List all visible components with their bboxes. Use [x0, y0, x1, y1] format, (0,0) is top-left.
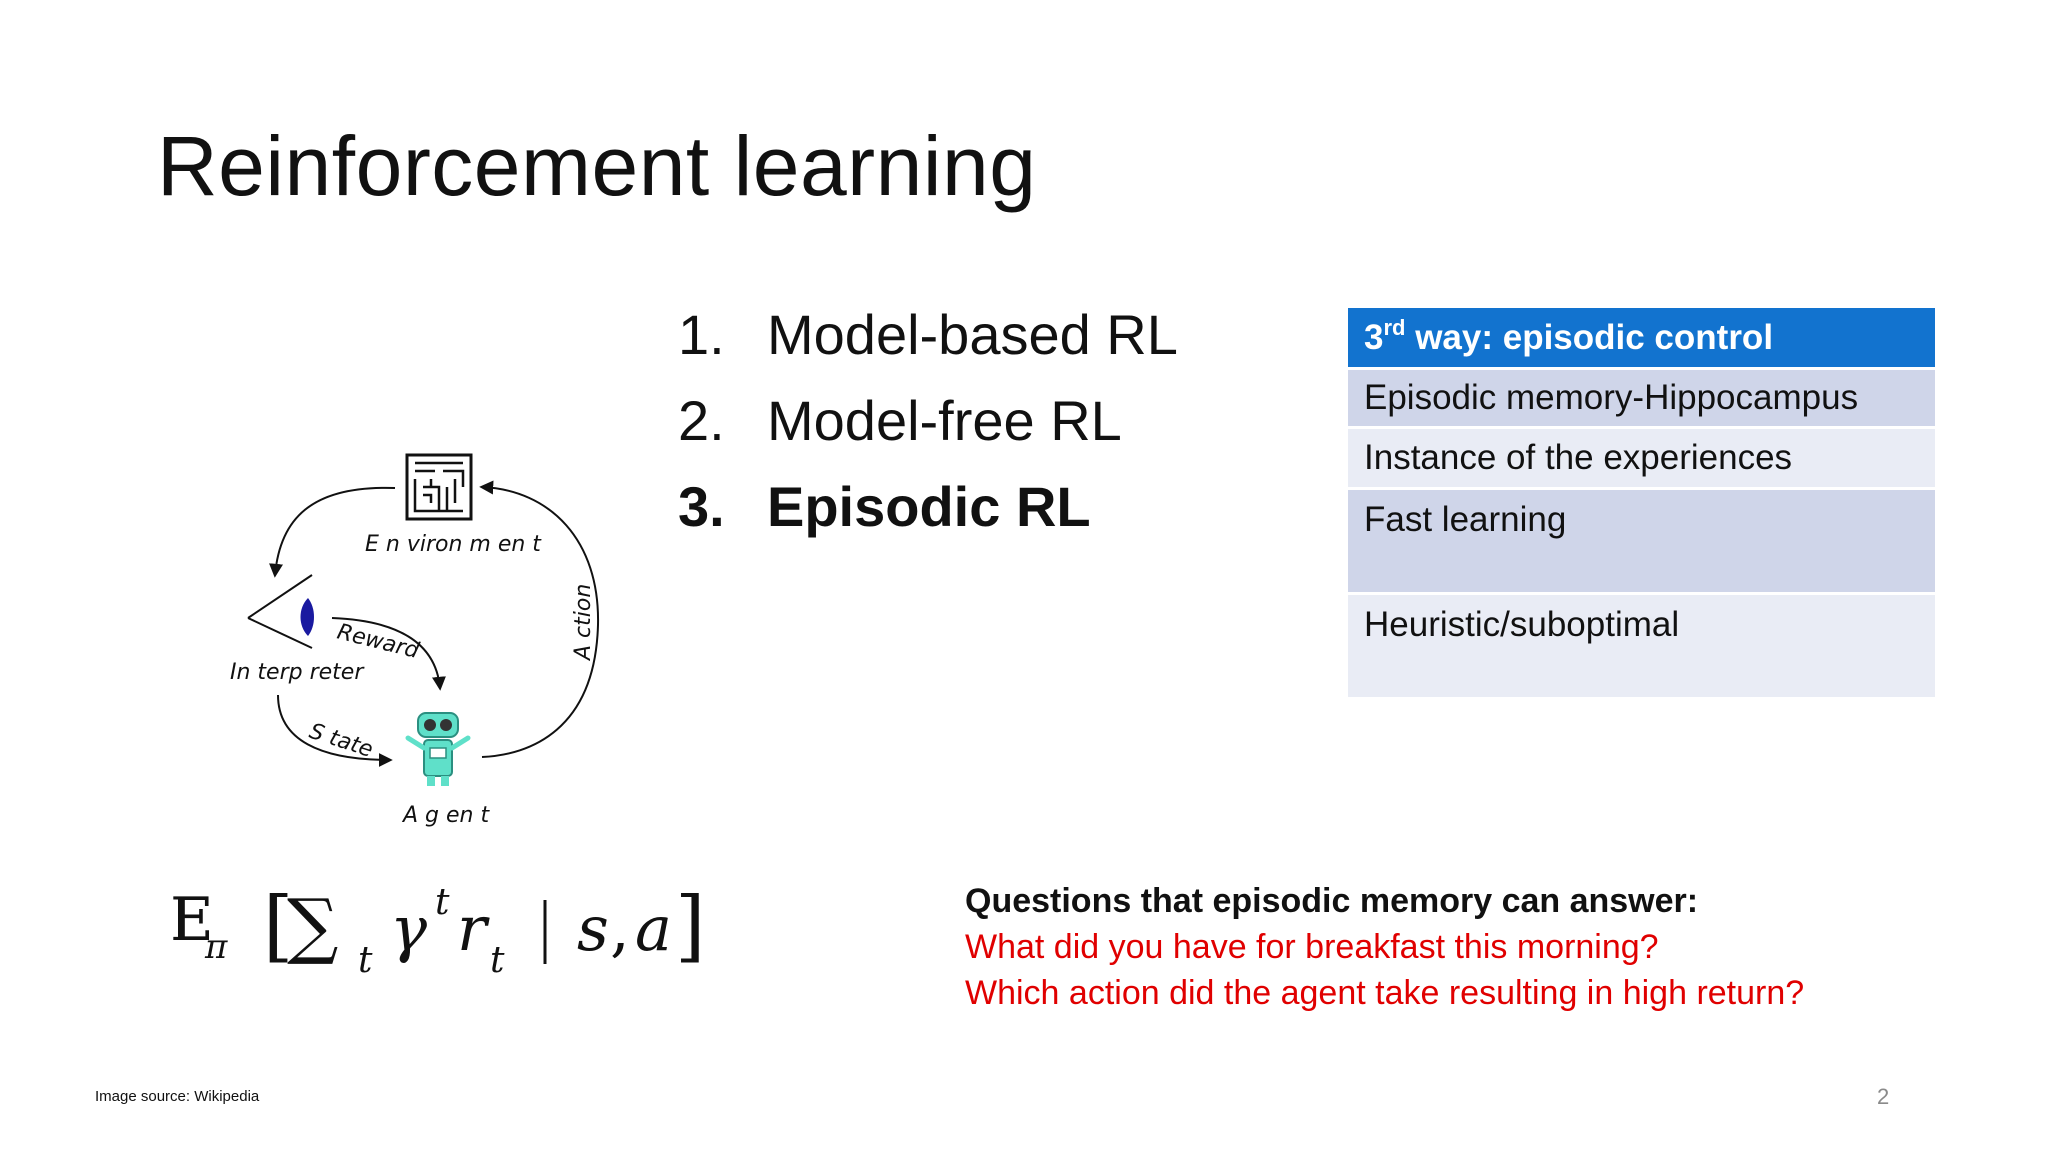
expected-return-formula: E π [ ∑ t γ t r t s , a ] — [170, 881, 705, 981]
maze-icon — [405, 453, 473, 521]
question-line: Which action did the agent take resultin… — [965, 974, 1805, 1012]
svg-text:t: t — [490, 940, 505, 981]
svg-text:γ: γ — [390, 892, 428, 965]
list-number: 1. — [678, 303, 725, 366]
agent-label: A g en t — [401, 803, 490, 828]
table-row: Fast learning — [1348, 487, 1935, 592]
environment-label: E n viron m en t — [365, 532, 542, 557]
svg-text:E: E — [170, 885, 214, 955]
table-row: Episodic memory-Hippocampus — [1348, 367, 1935, 426]
svg-text:t: t — [358, 940, 373, 981]
eye-icon — [247, 574, 314, 649]
svg-text:t: t — [435, 882, 450, 923]
observation-arrow — [269, 486, 396, 578]
page-number: 2 — [1877, 1084, 1890, 1109]
svg-text:[: [ — [263, 881, 293, 971]
svg-text:∑: ∑ — [287, 883, 338, 967]
interpreter-label: In terp reter — [230, 660, 365, 685]
list-text: Model-based RL — [767, 303, 1178, 366]
slide-title: Reinforcement learning — [157, 119, 1037, 213]
rl-loop-diagram: E n viron m en t In terp reter Reward S … — [230, 453, 600, 828]
action-arrow — [479, 480, 600, 758]
list-number: 2. — [678, 389, 725, 452]
action-label: A ction — [571, 584, 596, 662]
reward-label: Reward — [335, 620, 423, 665]
svg-text:s: s — [577, 892, 609, 965]
header-text: way: episodic control — [1405, 318, 1774, 357]
question-line: What did you have for breakfast this mor… — [965, 928, 1659, 966]
state-arrow — [277, 694, 393, 767]
questions-heading: Questions that episodic memory can answe… — [965, 882, 1699, 920]
reward-arrow — [331, 617, 446, 691]
table-row: Heuristic/suboptimal — [1348, 592, 1935, 697]
table-row: Instance of the experiences — [1348, 426, 1935, 487]
list-number: 3. — [678, 475, 725, 538]
episodic-control-table: 3rd way: episodic control Episodic memor… — [1348, 308, 1935, 697]
image-source-note: Image source: Wikipedia — [95, 1088, 260, 1105]
list-text: Episodic RL — [767, 475, 1091, 538]
header-prefix: 3 — [1364, 318, 1384, 357]
table-header: 3rd way: episodic control — [1348, 308, 1935, 367]
list-text: Model-free RL — [767, 389, 1122, 452]
svg-text:,: , — [610, 892, 630, 965]
svg-text:a: a — [635, 892, 672, 965]
header-superscript: rd — [1383, 315, 1406, 340]
questions-block: Questions that episodic memory can answe… — [965, 878, 1804, 1016]
svg-text:r: r — [457, 892, 490, 965]
svg-text:π: π — [204, 927, 228, 967]
svg-text:]: ] — [675, 881, 705, 971]
robot-icon — [405, 712, 471, 786]
